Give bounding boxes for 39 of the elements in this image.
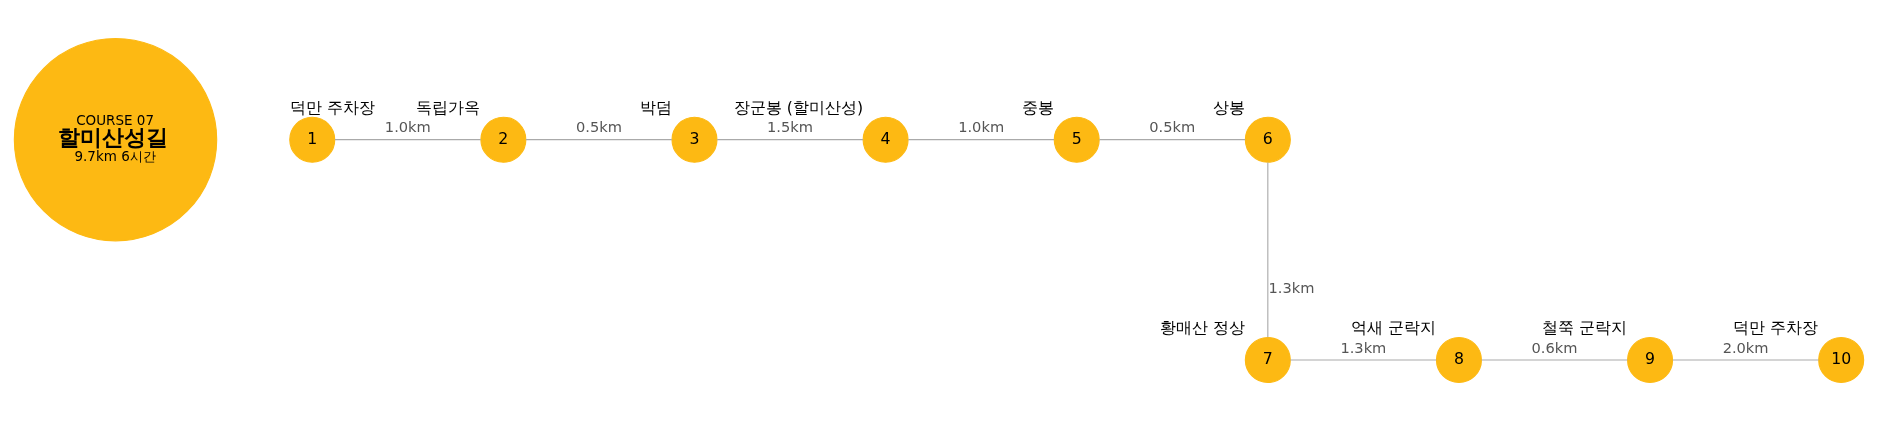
node-circle: 6 [1244, 116, 1291, 163]
edge-label: 0.5km [1149, 118, 1196, 136]
node-label: 상봉 [1213, 97, 1246, 117]
node-circle: 2 [480, 116, 527, 163]
node-circle: 3 [671, 116, 718, 163]
connector [1289, 359, 1437, 361]
connector [1481, 359, 1628, 361]
node-label: 덕만 주차장 [1733, 318, 1819, 338]
edge-label: 2.0km [1722, 338, 1769, 356]
edge-label: 0.5km [575, 118, 622, 136]
edge-label: 1.3km [1268, 279, 1315, 297]
connector [716, 139, 864, 141]
node-circle: 9 [1627, 337, 1674, 384]
node-circle: 10 [1818, 337, 1865, 384]
node-label: 독립가옥 [416, 97, 481, 117]
node-circle: 4 [862, 116, 909, 163]
node-circle: 5 [1053, 116, 1100, 163]
node-circle: 1 [289, 116, 336, 163]
node-label: 중봉 [1021, 97, 1054, 117]
connector [907, 139, 1055, 141]
node-circle: 7 [1244, 337, 1291, 384]
edge-label: 1.0km [958, 118, 1005, 136]
node-circle: 8 [1435, 337, 1482, 384]
edge-label: 0.6km [1531, 338, 1578, 356]
node-circle: COURSE 07 할미산성길 9.7km 6시간 [13, 37, 218, 242]
connector [1267, 161, 1269, 338]
edge-label: 1.3km [1340, 338, 1387, 356]
connector [1098, 139, 1246, 141]
node-label: 박덤 [639, 97, 672, 117]
connector [1672, 359, 1820, 361]
node-label: 철쭉 군락지 [1542, 318, 1628, 338]
connector [334, 139, 482, 141]
node-label: 억새 군락지 [1351, 318, 1437, 338]
edge-label: 1.0km [384, 118, 431, 136]
node-label: 황매산 정상 [1160, 318, 1246, 338]
edge-label: 1.5km [767, 118, 814, 136]
connector [525, 139, 673, 141]
node-label: 장군봉 (할미산성) [733, 97, 864, 117]
node-label: 덕만 주차장 [289, 97, 375, 117]
